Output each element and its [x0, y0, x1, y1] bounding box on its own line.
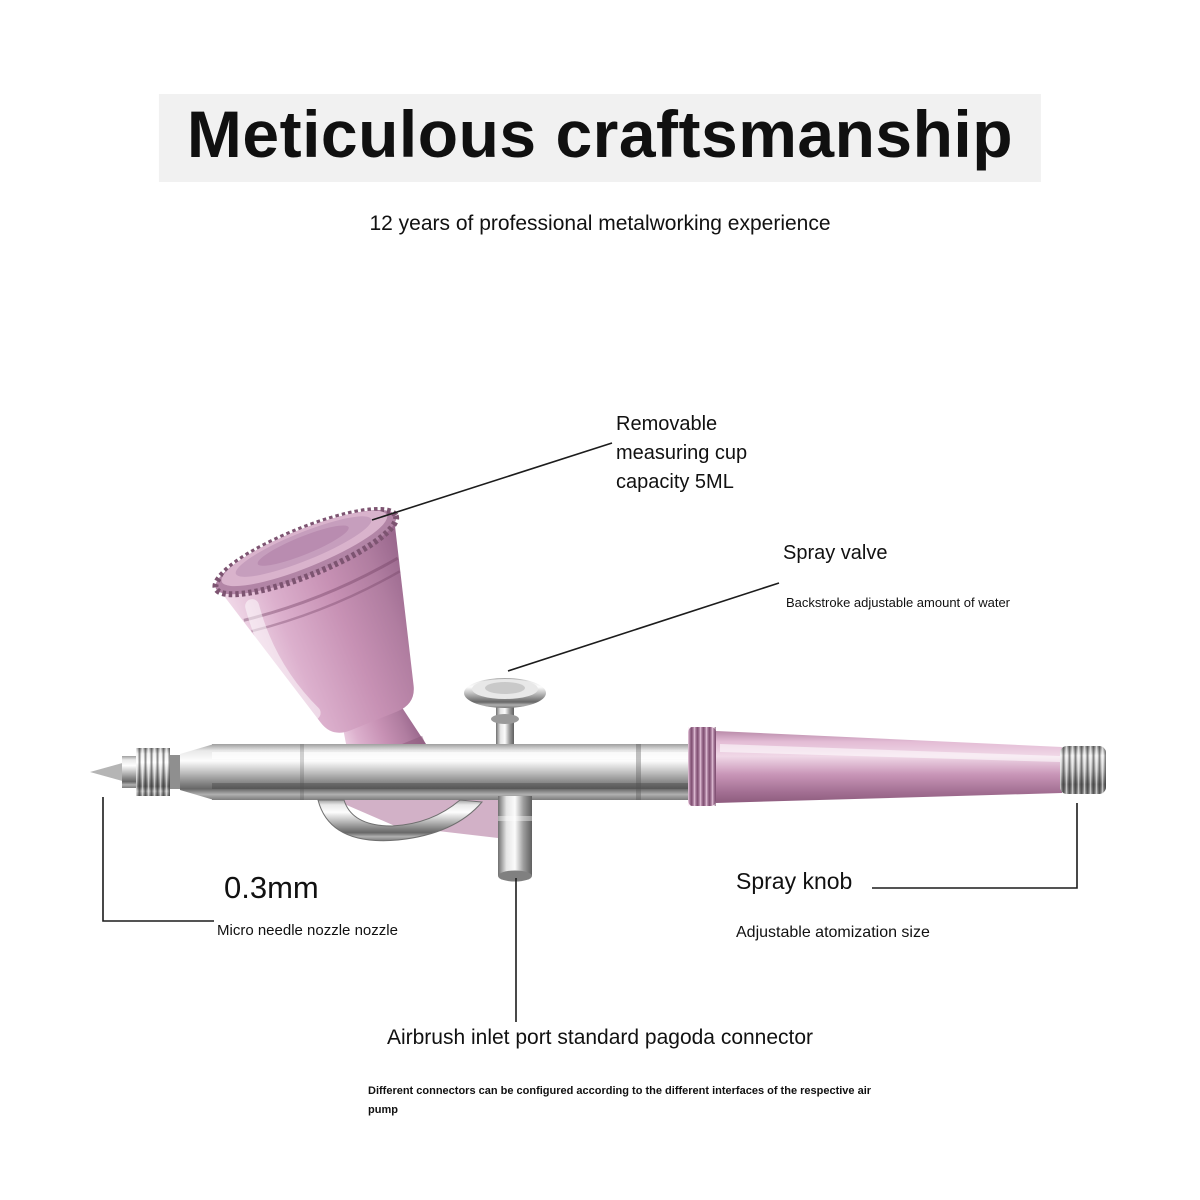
- annotation-valve-label: Spray valve: [783, 542, 888, 565]
- annotation-valve-desc: Backstroke adjustable amount of water: [786, 595, 1011, 610]
- spray-knob: [1060, 746, 1106, 794]
- trigger: [317, 799, 498, 842]
- leader-line-cup: [371, 442, 613, 521]
- annotation-nozzle-label: 0.3mm: [224, 870, 319, 905]
- annotation-cup: Removable measuring cup capacity 5ML: [616, 410, 748, 497]
- annotation-cup-line3: capacity 5ML: [616, 471, 734, 493]
- spray-valve: [464, 678, 546, 750]
- leader-line-knob: [872, 803, 1078, 889]
- annotation-knob-desc: Adjustable atomization size: [736, 924, 930, 941]
- leader-lines: [102, 442, 1078, 1022]
- annotation-inlet-label: Airbrush inlet port standard pagoda conn…: [386, 1026, 814, 1049]
- leader-line-valve: [507, 582, 780, 672]
- main-body: [212, 744, 704, 800]
- annotation-nozzle-desc: Micro needle nozzle nozzle: [217, 922, 398, 939]
- air-inlet-tube: [498, 796, 532, 882]
- title-band: Meticulous craftsmanship: [158, 94, 1042, 182]
- nozzle-tip: [90, 744, 214, 800]
- annotation-knob-label: Spray knob: [736, 868, 853, 894]
- annotation-cup-line2: measuring cup: [616, 442, 748, 464]
- annotation-cup-line1: Removable: [616, 413, 718, 435]
- page-title: Meticulous craftsmanship: [186, 97, 1014, 171]
- leader-line-nozzle: [102, 797, 214, 922]
- page-subtitle: 12 years of professional metalworking ex…: [369, 212, 831, 235]
- handle: [688, 727, 1062, 806]
- annotation-inlet-desc: Different connectors can be configured a…: [368, 1085, 872, 1116]
